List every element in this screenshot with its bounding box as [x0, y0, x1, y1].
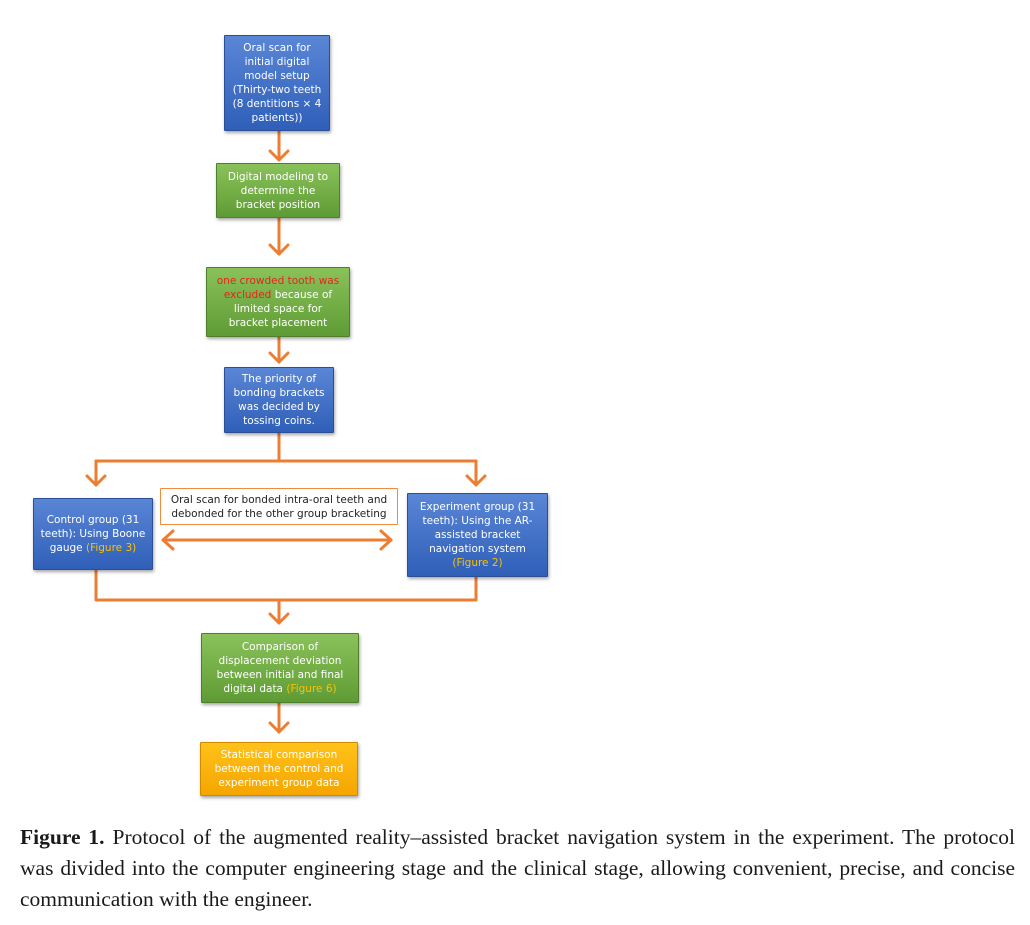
- experiment-group-label: Experiment group (31 teeth): Using the A…: [419, 501, 536, 555]
- box-comparison: Comparison of displacement deviation bet…: [201, 633, 359, 703]
- figure-caption-text: Protocol of the augmented reality–assist…: [20, 825, 1015, 911]
- box-comparison-text: Comparison of displacement deviation bet…: [208, 640, 352, 696]
- box-digital-modeling-text: Digital modeling to determine the bracke…: [227, 170, 329, 211]
- excluded-reason: because of limited space for bracket pla…: [228, 289, 333, 329]
- arrowhead-to-control: [85, 474, 107, 487]
- box-middle-scan-text: Oral scan for bonded intra-oral teeth an…: [170, 493, 388, 520]
- box-experiment-group-text: Experiment group (31 teeth): Using the A…: [414, 500, 541, 570]
- arrowhead-merge-to-comparison: [268, 612, 290, 625]
- box-excluded-tooth: one crowded tooth was excluded because o…: [206, 267, 350, 337]
- box-digital-modeling: Digital modeling to determine the bracke…: [216, 163, 340, 218]
- box-excluded-tooth-text: one crowded tooth was excluded because o…: [213, 274, 343, 330]
- merge-line: [94, 568, 478, 602]
- arrowhead-excluded-to-priority: [268, 351, 290, 364]
- box-statistical-text: Statistical comparison between the contr…: [214, 749, 344, 789]
- double-arrowhead-right: [379, 529, 393, 551]
- arrowhead-to-experiment: [465, 474, 487, 487]
- box-experiment-group: Experiment group (31 teeth): Using the A…: [407, 493, 548, 577]
- box-control-group-text: Control group (31 teeth): Using Boone ga…: [40, 513, 146, 555]
- arrowhead-comparison-to-statistical: [268, 721, 290, 734]
- box-middle-scan: Oral scan for bonded intra-oral teeth an…: [160, 488, 398, 525]
- figure-caption-label: Figure 1.: [20, 825, 105, 849]
- figure-caption: Figure 1. Protocol of the augmented real…: [20, 822, 1015, 915]
- box-oral-scan: Oral scan for initial digital model setu…: [224, 35, 330, 131]
- box-priority: The priority of bonding brackets was dec…: [224, 367, 334, 433]
- control-group-label: Control group (31 teeth): Using Boone ga…: [40, 514, 146, 554]
- comparison-label: Comparison of displacement deviation bet…: [216, 641, 344, 695]
- comparison-figure-ref: (Figure 6): [286, 683, 337, 695]
- box-control-group: Control group (31 teeth): Using Boone ga…: [33, 498, 153, 570]
- arrowhead-scan-to-modeling: [268, 149, 290, 162]
- arrowhead-modeling-to-excluded: [268, 243, 290, 256]
- double-arrowhead-left: [161, 529, 175, 551]
- box-oral-scan-text: Oral scan for initial digital model setu…: [232, 42, 322, 124]
- experiment-group-figure-ref: (Figure 2): [452, 557, 503, 569]
- control-group-figure-ref: (Figure 3): [85, 542, 137, 554]
- box-statistical: Statistical comparison between the contr…: [200, 742, 358, 796]
- box-priority-text: The priority of bonding brackets was dec…: [233, 373, 325, 427]
- excluded-highlight: one crowded tooth was excluded: [216, 275, 340, 301]
